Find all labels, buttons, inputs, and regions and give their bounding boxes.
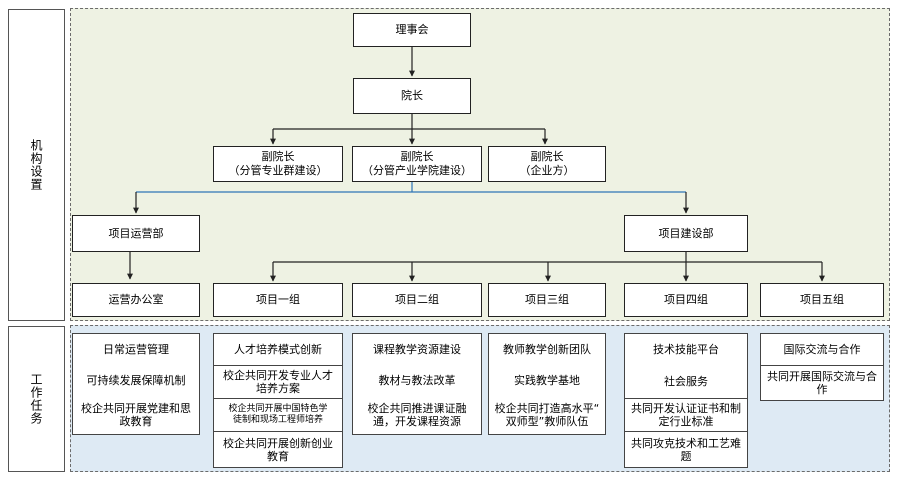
task-item: 校企共同开展党建和思 政教育 — [81, 402, 191, 428]
node-group-2: 项目二组 — [352, 283, 482, 317]
task-column-group-3: 教师教学创新团队 实践教学基地 校企共同打造高水平“ 双师型”教师队伍 — [488, 333, 606, 435]
task-item: 教师教学创新团队 — [503, 343, 591, 356]
task-column-group-2: 课程教学资源建设 教材与教法改革 校企共同推进课证融 通，开发课程资源 — [352, 333, 482, 435]
task-item: 校企共同开发专业人才 培养方案 — [214, 365, 342, 398]
org-section-label: 机构设置 — [8, 9, 65, 321]
node-construction-dept: 项目建设部 — [624, 215, 748, 252]
node-operations-dept: 项目运营部 — [72, 215, 200, 252]
task-item: 技术技能平台 — [653, 343, 719, 356]
task-item: 共同开展国际交流与合 作 — [761, 365, 883, 400]
task-column-group-5: 国际交流与合作 共同开展国际交流与合 作 — [760, 333, 884, 401]
node-vice-dean-1: 副院长（分管专业群建设） — [213, 146, 343, 182]
task-item: 校企共同开展创新创业 教育 — [214, 431, 342, 467]
node-group-3: 项目三组 — [488, 283, 606, 317]
task-item: 人才培养模式创新 — [234, 343, 322, 356]
node-board: 理事会 — [353, 13, 471, 47]
node-group-1: 项目一组 — [213, 283, 343, 317]
tasks-section-label: 工作任务 — [8, 326, 65, 472]
task-item: 共同开发认证证书和制 定行业标准 — [625, 398, 747, 431]
task-column-group-1: 人才培养模式创新 校企共同开发专业人才 培养方案 校企共同开展中国特色学 徒制和… — [213, 333, 343, 468]
task-item: 社会服务 — [664, 375, 708, 388]
node-vice-dean-2: 副院长（分管产业学院建设） — [352, 146, 482, 182]
node-group-4: 项目四组 — [624, 283, 748, 317]
task-column-group-4: 技术技能平台 社会服务 共同开发认证证书和制 定行业标准 共同攻克技术和工艺难 … — [624, 333, 748, 468]
task-column-office: 日常运营管理 可持续发展保障机制 校企共同开展党建和思 政教育 — [72, 333, 200, 435]
node-group-5: 项目五组 — [760, 283, 884, 317]
task-item: 日常运营管理 — [103, 343, 169, 356]
task-item: 校企共同推进课证融 通，开发课程资源 — [367, 402, 467, 428]
node-operations-office: 运营办公室 — [72, 283, 200, 317]
task-item: 共同攻克技术和工艺难 题 — [625, 431, 747, 467]
task-item: 国际交流与合作 — [783, 343, 861, 356]
task-item: 校企共同打造高水平“ 双师型”教师队伍 — [494, 402, 600, 428]
task-item: 实践教学基地 — [514, 374, 580, 387]
node-vice-dean-3: 副院长（企业方） — [488, 146, 606, 182]
task-item: 教材与教法改革 — [378, 374, 456, 387]
task-item: 校企共同开展中国特色学 徒制和现场工程师培养 — [214, 398, 342, 431]
node-dean: 院长 — [353, 78, 471, 114]
task-item: 课程教学资源建设 — [373, 343, 461, 356]
task-item: 可持续发展保障机制 — [86, 374, 186, 387]
